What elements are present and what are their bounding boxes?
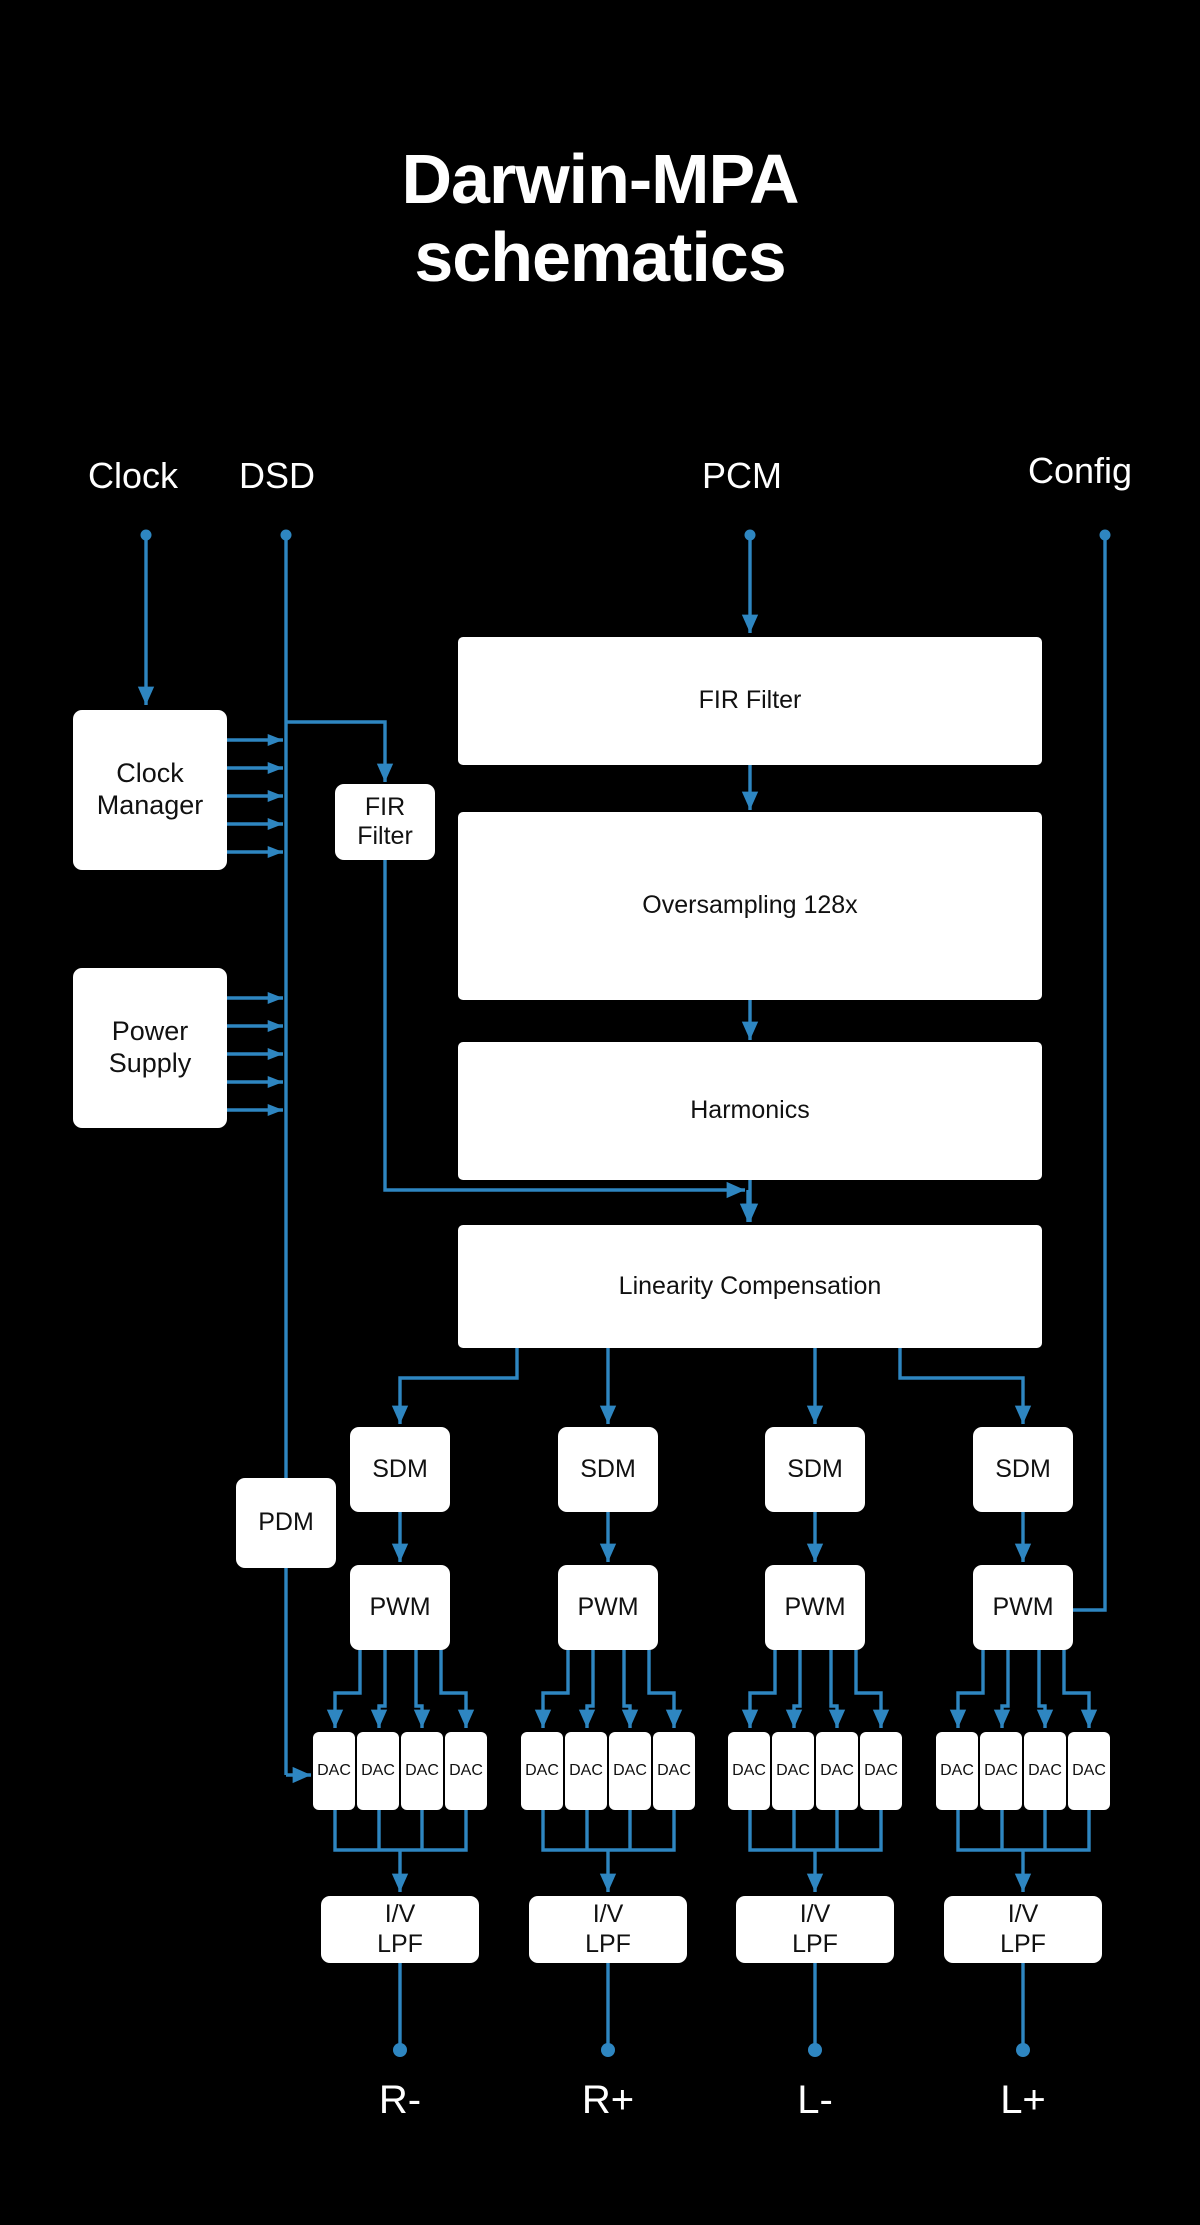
block-pwm-l-plus[interactable]: PWM (973, 1565, 1073, 1650)
block-dac-l-plus-3[interactable]: DAC (1024, 1732, 1066, 1810)
block-pdm[interactable]: PDM (236, 1478, 336, 1568)
block-clock-manager[interactable]: Clock Manager (73, 710, 227, 870)
block-dac-r-plus-3[interactable]: DAC (609, 1732, 651, 1810)
block-sdm-r-plus[interactable]: SDM (558, 1427, 658, 1512)
block-pwm-l-minus[interactable]: PWM (765, 1565, 865, 1650)
output-label-r-plus[interactable]: R+ (581, 2078, 635, 2122)
block-dac-r-minus-4[interactable]: DAC (445, 1732, 487, 1810)
block-power-supply[interactable]: Power Supply (73, 968, 227, 1128)
output-label-r-minus[interactable]: R- (378, 2078, 422, 2122)
block-dac-r-plus-2[interactable]: DAC (565, 1732, 607, 1810)
input-label-dsd[interactable]: DSD (239, 455, 316, 496)
block-iv-lpf-r-plus[interactable]: I/V LPF (529, 1896, 687, 1963)
block-iv-lpf-l-minus[interactable]: I/V LPF (736, 1896, 894, 1963)
block-dac-l-minus-1[interactable]: DAC (728, 1732, 770, 1810)
block-dac-r-plus-4[interactable]: DAC (653, 1732, 695, 1810)
output-label-l-plus[interactable]: L+ (1000, 2078, 1046, 2122)
input-label-clock[interactable]: Clock (88, 455, 179, 496)
block-dac-r-plus-1[interactable]: DAC (521, 1732, 563, 1810)
block-dac-l-plus-4[interactable]: DAC (1068, 1732, 1110, 1810)
block-dac-l-minus-2[interactable]: DAC (772, 1732, 814, 1810)
block-linearity-compensation[interactable]: Linearity Compensation (458, 1225, 1042, 1348)
block-sdm-l-minus[interactable]: SDM (765, 1427, 865, 1512)
block-dac-l-plus-1[interactable]: DAC (936, 1732, 978, 1810)
block-harmonics[interactable]: Harmonics (458, 1042, 1042, 1180)
output-label-l-minus[interactable]: L- (797, 2078, 833, 2122)
block-pwm-r-plus[interactable]: PWM (558, 1565, 658, 1650)
block-iv-lpf-l-plus[interactable]: I/V LPF (944, 1896, 1102, 1963)
input-label-config[interactable]: Config (1028, 450, 1133, 491)
block-sdm-l-plus[interactable]: SDM (973, 1427, 1073, 1512)
block-dac-l-plus-2[interactable]: DAC (980, 1732, 1022, 1810)
block-dac-r-minus-3[interactable]: DAC (401, 1732, 443, 1810)
input-label-pcm[interactable]: PCM (702, 455, 782, 496)
block-dac-l-minus-3[interactable]: DAC (816, 1732, 858, 1810)
page-title: Darwin-MPA schematics (401, 140, 799, 297)
block-sdm-r-minus[interactable]: SDM (350, 1427, 450, 1512)
block-dsd-fir-filter[interactable]: FIR Filter (335, 784, 435, 860)
block-dac-r-minus-1[interactable]: DAC (313, 1732, 355, 1810)
block-dac-r-minus-2[interactable]: DAC (357, 1732, 399, 1810)
block-dac-l-minus-4[interactable]: DAC (860, 1732, 902, 1810)
block-pwm-r-minus[interactable]: PWM (350, 1565, 450, 1650)
block-fir-filter[interactable]: FIR Filter (458, 637, 1042, 765)
block-oversampling[interactable]: Oversampling 128x (458, 812, 1042, 1000)
block-iv-lpf-r-minus[interactable]: I/V LPF (321, 1896, 479, 1963)
